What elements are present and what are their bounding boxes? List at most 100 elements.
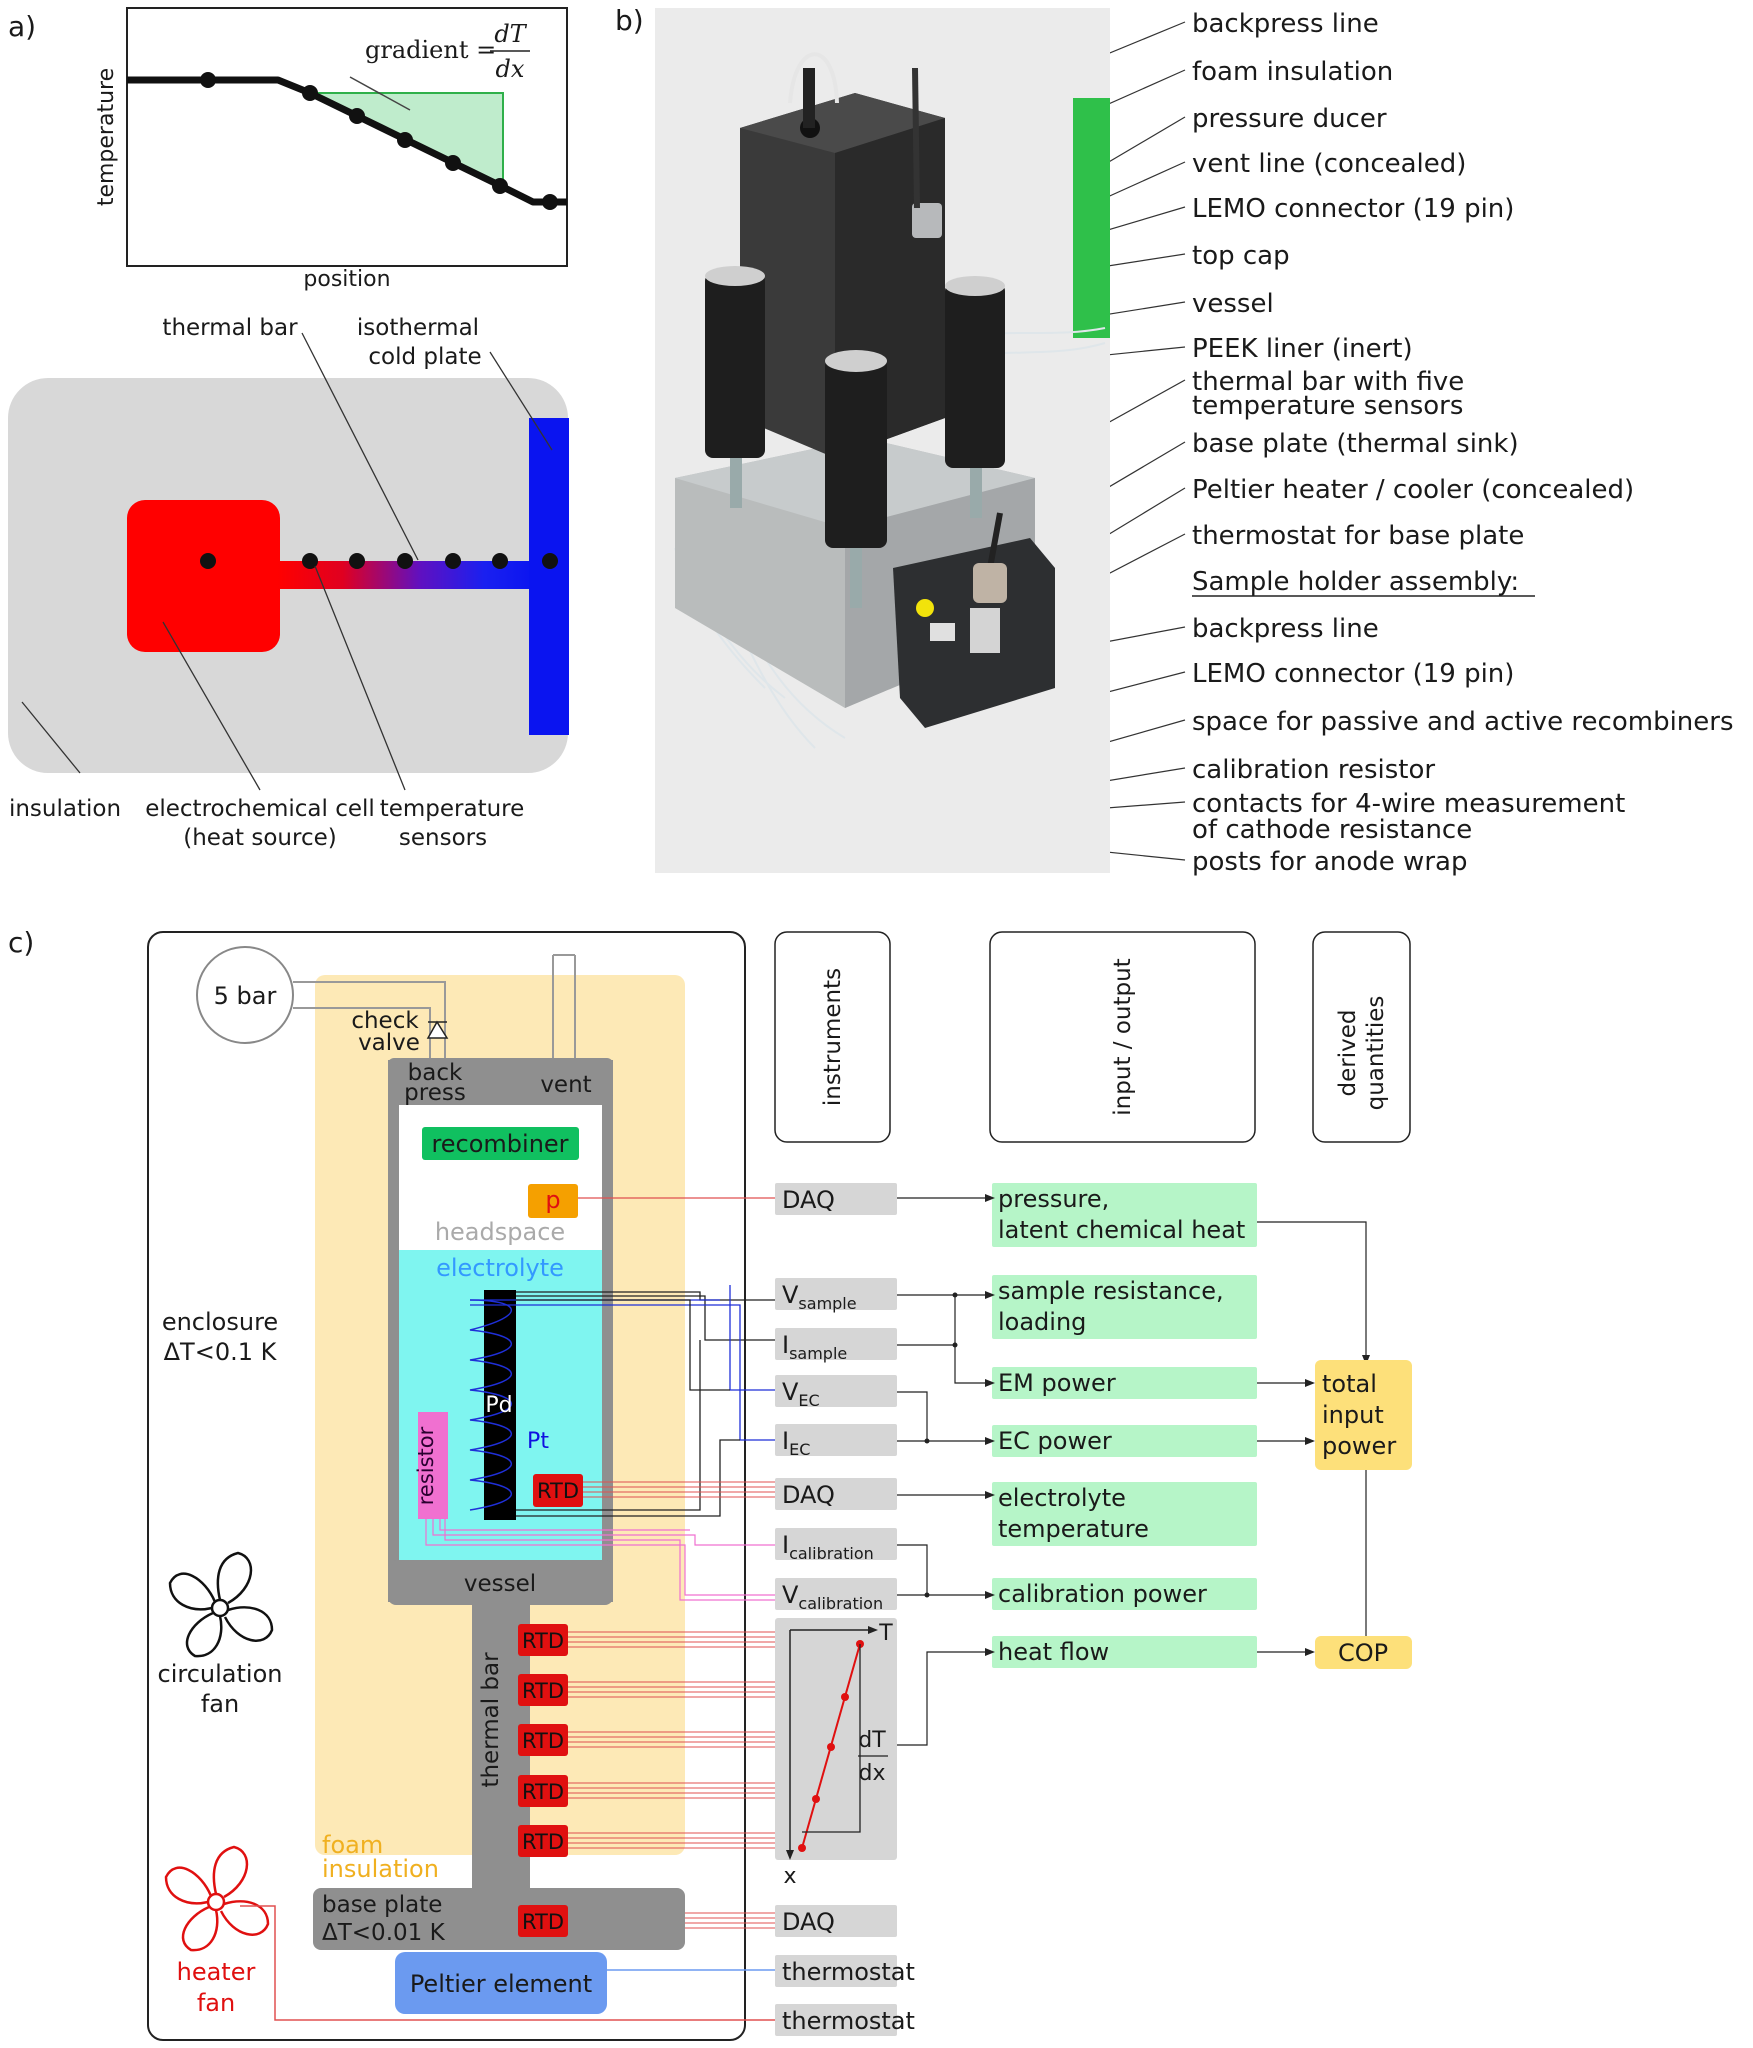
- bar-rtd: [518, 1624, 568, 1656]
- total-input-power: [1315, 1360, 1412, 1470]
- temperature-profile-plot: gradient = dT dx temperature position: [94, 7, 568, 292]
- instrument-box: [775, 1375, 897, 1407]
- enclosure: [147, 931, 746, 2041]
- panel-c-label: c): [8, 926, 34, 959]
- gradient-prefix: gradient =: [365, 36, 496, 64]
- foam-label-1: foam: [322, 1831, 383, 1859]
- instrument-box: [775, 1528, 897, 1560]
- instrument-subscript: EC: [798, 1391, 819, 1410]
- instrument-label: thermostat: [782, 2007, 915, 2035]
- flow-arrowheads: [924, 1194, 1370, 1656]
- instrument-main: V: [782, 1281, 799, 1309]
- callout-label: vent line (concealed): [1192, 149, 1466, 179]
- vent-line: [552, 954, 576, 1060]
- instrument-main: I: [782, 1427, 789, 1455]
- callout-label: space for passive and active recombiners: [1192, 707, 1734, 737]
- bar-rtd: [518, 1724, 568, 1756]
- derived-cop: COP: [1338, 1639, 1388, 1667]
- io-box: [992, 1482, 1257, 1546]
- enclosure-label-2: ΔT<0.1 K: [164, 1338, 278, 1366]
- io-label: calibration power: [998, 1580, 1207, 1608]
- io-label: latent chemical heat: [998, 1216, 1245, 1244]
- instrument-main: DAQ: [782, 1186, 835, 1214]
- vessel-label: vessel: [464, 1571, 536, 1597]
- electrode-wires: [470, 1285, 775, 1517]
- callout-label: calibration resistor: [1192, 755, 1435, 785]
- callout-label: Peltier heater / cooler (concealed): [1192, 475, 1634, 505]
- schematic-dot: [542, 553, 558, 569]
- schematic-dot: [445, 553, 461, 569]
- vessel-base: [388, 1560, 613, 1605]
- schematic-leaders: [21, 332, 553, 791]
- gradient-point: [812, 1795, 820, 1803]
- io-box: [992, 1183, 1257, 1247]
- gradient-x: x: [783, 1864, 796, 1889]
- thermal-bar-label: thermal bar: [478, 1652, 504, 1788]
- col-io-box: [989, 931, 1256, 1143]
- vent-label: vent: [540, 1072, 591, 1098]
- instrument-main: DAQ: [782, 1908, 835, 1936]
- circulation-fan-icon: [168, 1551, 274, 1658]
- gradient-step: [802, 1644, 861, 1833]
- plot-ylabel: temperature: [94, 68, 119, 206]
- gradient-numerator: dT: [494, 20, 527, 48]
- instrument-label: Vsample: [782, 1281, 857, 1313]
- instrument-label: DAQ: [782, 1481, 835, 1509]
- backpress-tube: [788, 52, 839, 104]
- instrument-subscript: sample: [789, 1344, 847, 1363]
- peltier-element: [395, 1952, 607, 2014]
- green-background-object: [1073, 98, 1110, 338]
- backpress-label-2: press: [404, 1080, 466, 1106]
- callout-label: contacts for 4-wire measurement: [1192, 789, 1625, 819]
- instrument-label: thermostat: [782, 1958, 915, 1986]
- instrument-boxes: DAQVsampleIsampleVECIECDAQIcalibrationVc…: [775, 1183, 915, 2036]
- gas-bottle-label: 5 bar: [214, 982, 277, 1010]
- callout-label: vessel: [1192, 289, 1274, 319]
- callout-label: backpress line: [1192, 614, 1379, 644]
- io-box: [992, 1275, 1257, 1339]
- instrument-box: [775, 1478, 897, 1510]
- plot-xlabel: position: [303, 267, 390, 292]
- plot-dot: [445, 155, 461, 171]
- instrument-subscript: calibration: [798, 1594, 883, 1613]
- pressure-sensor-label: p: [545, 1186, 560, 1214]
- flow-arrows: [897, 1197, 1367, 1746]
- cop: [1315, 1636, 1412, 1669]
- callout-label: LEMO connector (19 pin): [1192, 194, 1514, 224]
- gradient-point: [798, 1844, 806, 1852]
- gradient-point: [841, 1693, 849, 1701]
- base-plate-label-2: ΔT<0.01 K: [322, 1920, 446, 1946]
- panel-c: c) 5 bar check valve back press vent rec…: [8, 926, 1412, 2041]
- instrument-label: DAQ: [782, 1908, 835, 1936]
- callout-label: PEEK liner (inert): [1192, 334, 1413, 364]
- electrochemical-cell: [127, 500, 280, 652]
- thermal-schematic: thermal bar isothermal cold plate insula…: [8, 315, 569, 851]
- heater-fan-icon: [164, 1845, 270, 1952]
- io-box: [992, 1425, 1257, 1457]
- instrument-box: [775, 1578, 897, 1610]
- col-io: input / output: [1110, 958, 1136, 1115]
- backpress-label-1: back: [408, 1060, 463, 1086]
- instrument-subscript: EC: [789, 1440, 810, 1459]
- check-valve-label-1: check: [351, 1008, 419, 1034]
- plot-dot: [542, 194, 558, 210]
- derived-total-3: power: [1322, 1432, 1396, 1460]
- plot-dot: [349, 108, 365, 124]
- bar-rtd: [518, 1825, 568, 1857]
- io-label: pressure,: [998, 1185, 1109, 1213]
- io-label: loading: [998, 1308, 1086, 1336]
- derived-total-2: input: [1322, 1401, 1384, 1429]
- electrolyte-rtd-label: RTD: [537, 1479, 579, 1503]
- electrolyte-rtd: [533, 1474, 583, 1507]
- gradient-instrument-box: [775, 1618, 897, 1860]
- instrument-box: [775, 1955, 897, 1987]
- gradient-instrument: T x dT dx: [775, 1618, 897, 1889]
- calibration-resistor-photo: [916, 599, 934, 617]
- io-label: EM power: [998, 1369, 1116, 1397]
- io-label: sample resistance,: [998, 1277, 1224, 1305]
- io-box: [992, 1578, 1257, 1610]
- callout-label: top cap: [1192, 241, 1290, 271]
- base-plate-rtd-label: RTD: [522, 1910, 564, 1934]
- instrument-box: [775, 1905, 897, 1937]
